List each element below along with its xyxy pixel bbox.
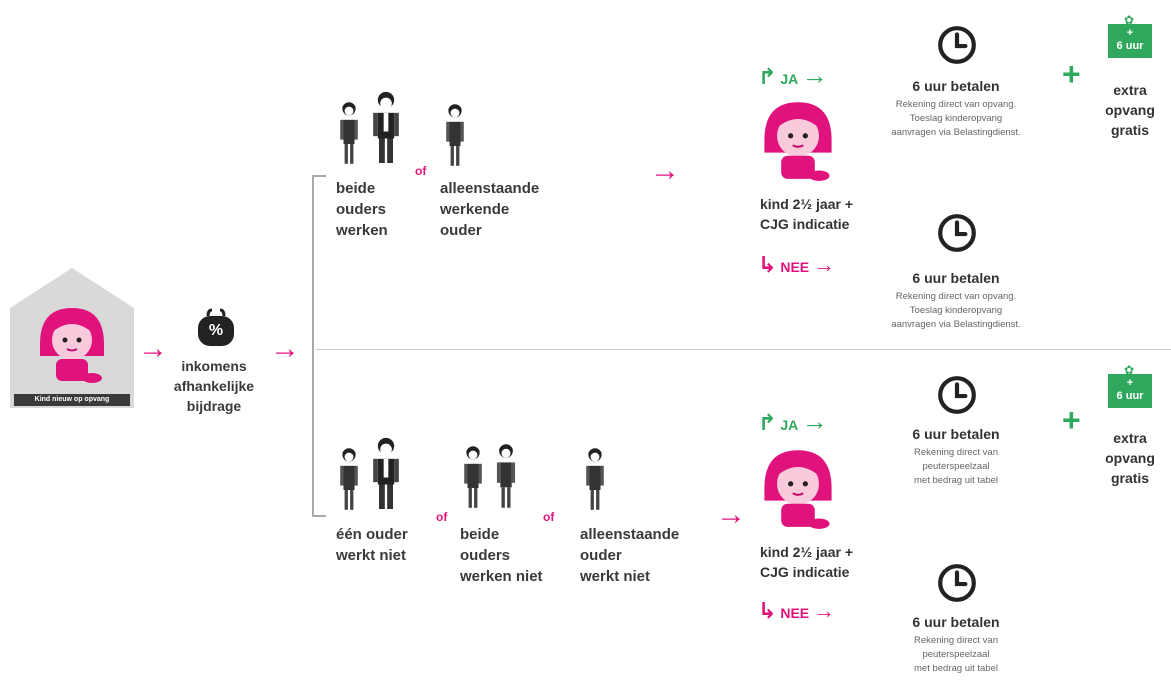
arrow-right-icon: →	[716, 498, 746, 531]
gift-icon: ✿ +6 uur	[1108, 14, 1152, 58]
purse-icon	[194, 308, 238, 348]
plus-icon: +	[1062, 56, 1081, 92]
start-badge: Kind nieuw op opvang	[34, 396, 110, 403]
clock-icon	[936, 374, 978, 416]
divider-line	[316, 349, 1171, 350]
pay-title: 6 uur betalen	[912, 270, 1000, 286]
yes-branch: ↱ JA →	[758, 406, 828, 436]
or-label: of	[436, 510, 448, 524]
plus-icon: +	[1062, 402, 1081, 438]
child-condition-label: kind 2½ jaar +CJG indicatie	[760, 196, 853, 232]
parents-both-icon	[336, 90, 408, 168]
pay-title: 6 uur betalen	[912, 614, 1000, 630]
child-icon	[756, 446, 840, 530]
or-label: of	[543, 510, 555, 524]
branch-bracket	[312, 175, 326, 517]
percent-symbol: %	[208, 322, 224, 339]
parents-one-not-working-icon	[336, 436, 408, 514]
clock-icon	[936, 24, 978, 66]
arrow-right-icon: →	[650, 154, 680, 187]
clock-icon	[936, 562, 978, 604]
clock-icon	[936, 212, 978, 254]
pay-title: 6 uur betalen	[912, 78, 1000, 94]
parents-both-not-working-icon	[458, 442, 528, 512]
no-branch: ↳ NEE →	[758, 252, 836, 277]
no-branch: ↳ NEE →	[758, 598, 836, 623]
pay-description: Rekening direct van opvang.Toeslag kinde…	[891, 99, 1021, 138]
arrow-right-icon: →	[138, 332, 168, 365]
or-label: of	[415, 164, 427, 178]
child-icon	[756, 98, 840, 182]
yes-branch: ↱ JA →	[758, 60, 828, 90]
arrow-right-icon: →	[270, 332, 300, 365]
parent-single-not-working-icon	[582, 444, 608, 514]
pay-title: 6 uur betalen	[912, 426, 1000, 442]
house-icon	[10, 268, 134, 408]
parent-single-icon	[442, 100, 468, 170]
pay-description: Rekening direct van opvang.Toeslag kinde…	[891, 291, 1021, 330]
gift-icon: ✿ +6 uur	[1108, 364, 1152, 408]
child-condition-label: kind 2½ jaar +CJG indicatie	[760, 544, 853, 580]
